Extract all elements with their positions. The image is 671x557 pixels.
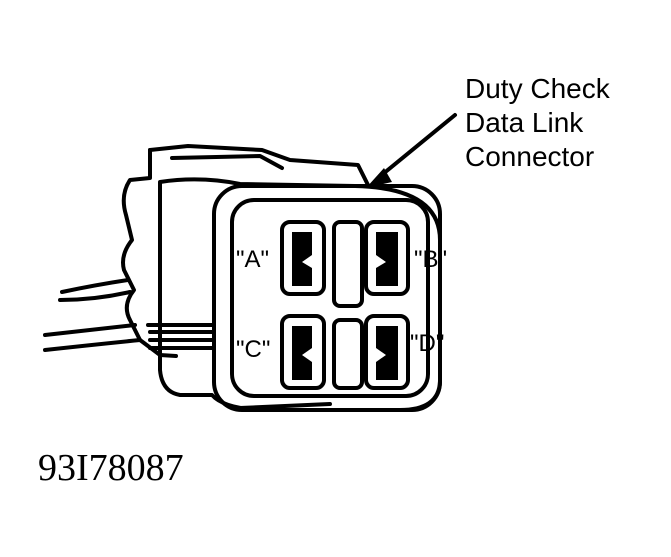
pin-cavity-a bbox=[280, 220, 326, 296]
terminal-d bbox=[376, 326, 398, 380]
callout-line-1: Duty Check bbox=[465, 73, 610, 104]
terminal-b bbox=[376, 232, 398, 286]
grip-ridges bbox=[146, 323, 214, 350]
connector-face bbox=[212, 184, 442, 412]
terminal-c bbox=[292, 326, 312, 380]
callout-arrowhead bbox=[366, 168, 392, 188]
figure-id: 93I78087 bbox=[38, 447, 184, 489]
wire bbox=[43, 338, 142, 352]
pin-label-a: "A" bbox=[236, 246, 270, 273]
pin-cavity-b bbox=[364, 220, 410, 296]
connector-top bbox=[148, 144, 370, 187]
callout-line-3: Connector bbox=[465, 141, 595, 172]
pin-label-c: "C" bbox=[236, 336, 271, 363]
center-key-top bbox=[332, 220, 364, 308]
callout-line-2: Data Link bbox=[465, 107, 584, 138]
connector-ridge bbox=[170, 154, 284, 170]
callout-leader bbox=[376, 113, 457, 180]
wire bbox=[60, 278, 130, 294]
pin-cavity-c bbox=[280, 314, 326, 390]
wire bbox=[58, 290, 132, 302]
center-key-bottom bbox=[332, 318, 364, 390]
pin-label-b: "B" bbox=[414, 246, 448, 273]
connector-latch bbox=[121, 148, 178, 358]
callout-label: Duty Check Data Link Connector bbox=[465, 72, 610, 174]
pin-label-d: "D" bbox=[410, 330, 445, 357]
pin-cavity-d bbox=[364, 314, 410, 390]
connector-face-inner bbox=[230, 198, 430, 398]
wire bbox=[43, 323, 137, 337]
terminal-a bbox=[292, 232, 312, 286]
grip-bottom bbox=[238, 402, 332, 410]
